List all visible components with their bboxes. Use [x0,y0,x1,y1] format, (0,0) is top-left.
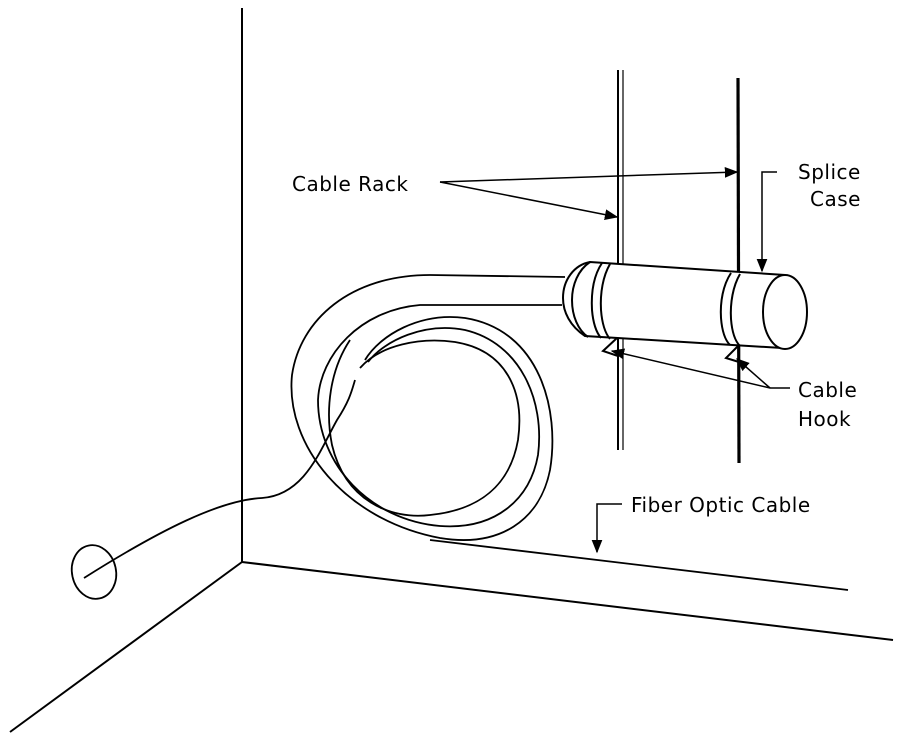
label-cable-hook-line2: Hook [798,407,851,431]
splice-case [561,260,808,350]
label-splice-case-line2: Case [810,187,861,211]
cable-loop-middle [317,304,562,528]
fiber-cable-arrow [591,503,622,554]
splice-band-left-1 [590,262,603,339]
cable-tail [83,379,356,579]
cable-loop-outer [290,274,566,541]
splice-case-end-cap [762,274,808,350]
callouts [439,167,790,554]
label-fiber-optic-cable: Fiber Optic Cable [631,493,811,517]
cable-hook-left [601,337,619,357]
splice-band-right-1 [719,272,732,346]
cable-floor-run [429,539,849,591]
splice-case-arrow [756,171,777,273]
label-splice-case-line1: Splice [798,160,861,184]
cable-rack [617,70,741,464]
floor-right-edge [241,561,894,641]
cable-hook-arrow-right [735,358,771,389]
label-cable-hook-line1: Cable [798,378,857,402]
floor-left-edge [9,561,243,733]
room-walls [9,8,894,733]
cable-rack-arrow-right [439,167,739,183]
rack-rail-right [736,77,741,464]
splice-band-right-2 [729,273,741,347]
cable-loop-inner [328,339,521,517]
cable-hook-right [724,345,740,363]
splice-case-left-cap [570,261,591,338]
fiber-optic-cable [83,274,849,591]
splice-band-left-2 [599,263,611,340]
label-cable-rack: Cable Rack [292,172,408,196]
cable-rack-arrow-left [439,181,619,220]
wall-entry-hole [70,544,118,600]
